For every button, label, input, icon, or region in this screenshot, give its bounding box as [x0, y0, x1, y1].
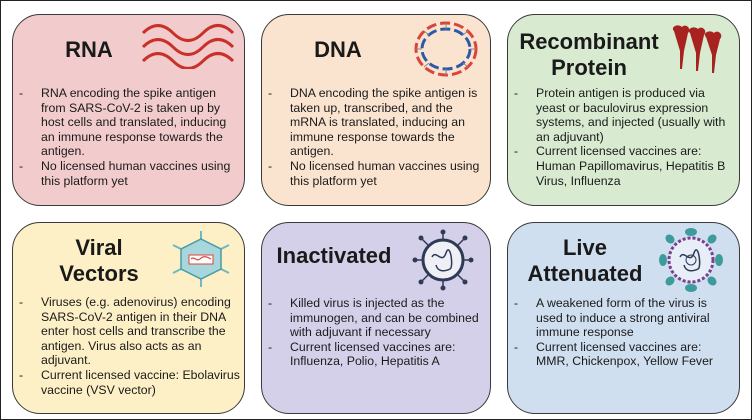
list-item: -No licensed human vaccines using this p…: [268, 158, 480, 188]
bullet-text: No licensed human vaccines using this pl…: [290, 158, 480, 188]
bullet-text: Current licensed vaccines are: MMR, Chic…: [536, 339, 714, 369]
bullet-list: -RNA encoding the spike antigen from SAR…: [19, 86, 241, 188]
bullet-text: A weakened form of the virus is used to …: [536, 296, 710, 340]
card-live-attenuated: Live Attenuated -A weakened form of the …: [507, 222, 740, 414]
card-title: RNA: [65, 37, 113, 62]
card-title: DNA: [314, 37, 362, 62]
live-virus-icon: [659, 228, 723, 292]
bullet-list: -A weakened form of the virus is used to…: [514, 296, 736, 369]
list-item: -A weakened form of the virus is used to…: [514, 296, 710, 340]
bullet-text: DNA encoding the spike antigen is taken …: [290, 86, 478, 159]
bullet-list: -Protein antigen is produced via yeast o…: [514, 86, 736, 188]
protein-spike-icon: [672, 25, 722, 73]
bullet-text: Viruses (e.g. adenovirus) encoding SARS-…: [41, 295, 231, 368]
card-dna: DNA -DNA encoding the spike antigen is t…: [261, 14, 491, 206]
card-title-line: Viral: [75, 235, 123, 260]
card-recombinant-protein: Recombinant Protein -Protein antigen is …: [507, 14, 740, 206]
list-item: -No licensed human vaccines using this p…: [19, 158, 231, 188]
bullet-text: Current licensed vaccines are: Influenza…: [290, 339, 456, 369]
bullet-text: Current licensed vaccine: Ebolavirus vac…: [41, 367, 240, 397]
card-inactivated: Inactivated -Killed virus is injected as…: [261, 222, 491, 414]
bullet-list: -Viruses (e.g. adenovirus) encoding SARS…: [19, 295, 241, 397]
list-item: -Current licensed vaccines are: Human Pa…: [514, 144, 726, 188]
bullet-text: No licensed human vaccines using this pl…: [41, 158, 231, 188]
card-title-line: Vectors: [59, 261, 139, 286]
bullet-list: -DNA encoding the spike antigen is taken…: [268, 86, 486, 188]
list-item: -Viruses (e.g. adenovirus) encoding SARS…: [19, 295, 231, 368]
card-title: Recombinant Protein: [514, 29, 664, 81]
card-title: Viral Vectors: [39, 235, 159, 287]
card-title-line: Live: [562, 235, 608, 260]
list-item: -Protein antigen is produced via yeast o…: [514, 86, 726, 144]
list-item: -Current licensed vaccines are: Influenz…: [268, 339, 456, 369]
list-item: -DNA encoding the spike antigen is taken…: [268, 86, 478, 159]
bullet-text: RNA encoding the spike antigen from SARS…: [41, 86, 227, 159]
card-title-line: Recombinant: [519, 29, 659, 54]
card-viral-vectors: Viral Vectors -Viruses (e.g. adenovirus)…: [12, 222, 245, 414]
card-title-line: Protein: [551, 55, 627, 80]
list-item: -Killed virus is injected as the immunog…: [268, 296, 479, 340]
bullet-list: -Killed virus is injected as the immunog…: [268, 296, 486, 369]
list-item: -RNA encoding the spike antigen from SAR…: [19, 86, 227, 159]
card-title: Inactivated: [276, 243, 392, 268]
card-rna: RNA -RNA encoding the spike antigen from…: [12, 14, 245, 206]
adenovirus-icon: [172, 231, 230, 287]
dna-plasmid-icon: [414, 21, 478, 77]
list-item: -Current licensed vaccines are: MMR, Chi…: [514, 339, 714, 369]
rna-strand-icon: [141, 24, 235, 69]
bullet-text: Protein antigen is produced via yeast or…: [536, 86, 726, 144]
card-title-line: Attenuated: [527, 261, 643, 286]
bullet-text: Current licensed vaccines are: Human Pap…: [536, 144, 726, 188]
card-title: Live Attenuated: [510, 235, 660, 287]
list-item: -Current licensed vaccine: Ebolavirus va…: [19, 367, 240, 397]
bullet-text: Killed virus is injected as the immunoge…: [290, 296, 479, 340]
inactivated-virus-icon: [412, 229, 474, 291]
